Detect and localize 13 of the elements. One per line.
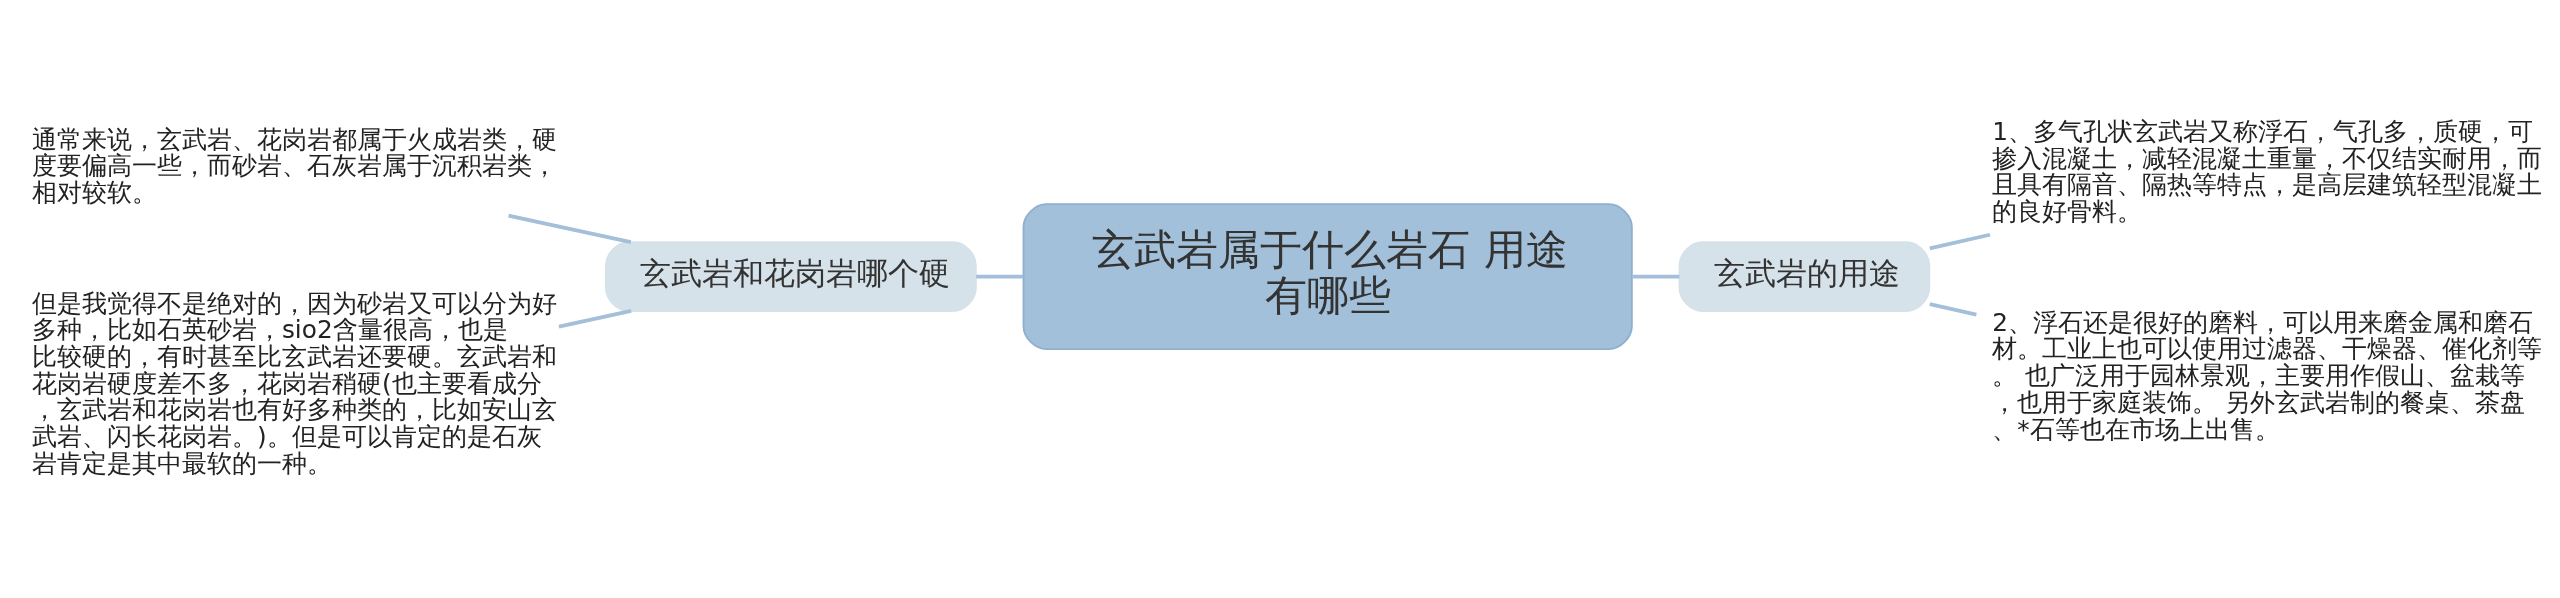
connector (976, 274, 1024, 279)
node-text: 2、浮石还是很好的磨料，可以用来磨金属和磨石材。工业上也可以使用过滤器、干燥器、催化剂等。 也广泛用于园林景观，主要用作假山、盆栽等，也用于家庭装饰。 另外玄武岩制的餐桌、茶盘、*石等也在市场上出售。 (1992, 307, 2543, 444)
connector (558, 308, 632, 329)
node-box: 玄武岩的用途 (1678, 240, 1931, 312)
node-box: 玄武岩属于什么岩石 用途有哪些 (1022, 202, 1633, 350)
connector (1632, 274, 1680, 279)
connector (1929, 232, 1991, 250)
node-box: 玄武岩和花岗岩哪个硬 (604, 240, 977, 312)
node-text: 但是我觉得不是绝对的，因为砂岩又可以分为好多种，比如石英砂岩，sio2含量很高，也是比较硬的，有时甚至比玄武岩还要硬。玄武岩和花岗岩硬度差不多，花岗岩稍硬(也主要看成分，玄武岩和花岗岩也有好多种类的，比如安山玄武岩、闪长花岗岩。)。但是可以肯定的是石灰岩肯定是其中最软的一种。 (31, 288, 557, 478)
connector (508, 213, 632, 244)
node-text: 通常来说，玄武岩、花岗岩都属于火成岩类，硬度要偏高一些，而砂岩、石灰岩属于沉积岩类，相对较软。 (31, 124, 557, 207)
connector (1929, 301, 1977, 316)
node-text: 1、多气孔状玄武岩又称浮石，气孔多，质硬，可掺入混凝土，减轻混凝土重量，不仅结实耐用，而且具有隔音、隔热等特点，是高层建筑轻型混凝土的良好骨料。 (1992, 116, 2543, 226)
